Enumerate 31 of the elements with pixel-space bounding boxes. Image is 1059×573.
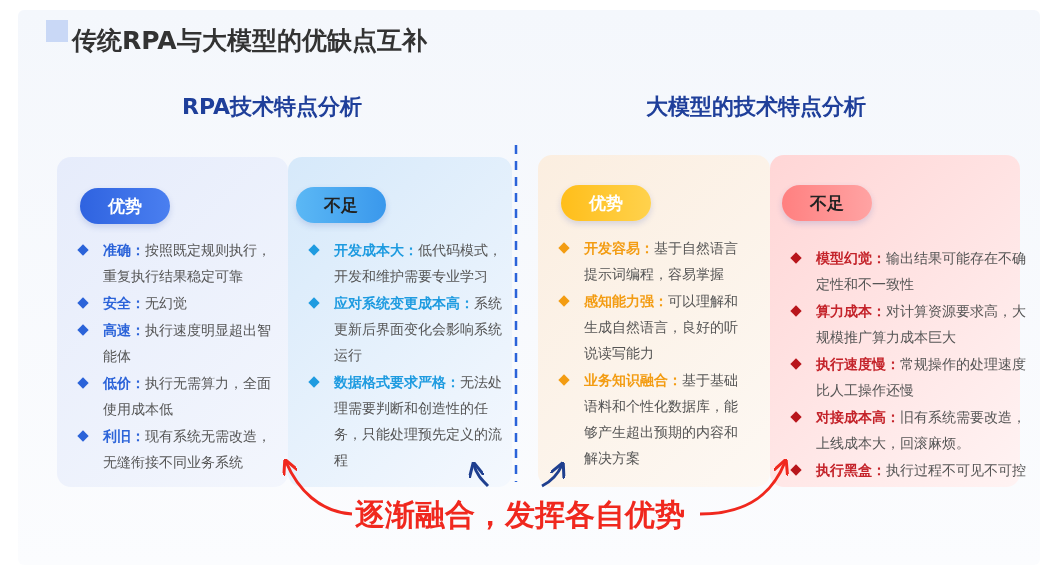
list-item-text: 高速：执行速度明显超出智能体 [103,321,272,366]
list-item-text: 执行速度慢：常规操作的处理速度比人工操作还慢 [816,355,1027,400]
slogan-text: 逐渐融合，发挥各自优势 [355,494,685,536]
list-item-text: 业务知识融合：基于基础语料和个性化数据库，能够产生超出预期的内容和解决方案 [584,371,739,468]
list-item-text: 开发容易：基于自然语言提示词编程，容易掌握 [584,239,739,284]
title: 传统RPA与大模型的优缺点互补 [72,25,427,57]
list-item-text: 安全：无幻觉 [103,294,188,313]
tag-pill: 不足 [296,187,386,223]
list-item-text: 低价：执行无需算力，全面使用成本低 [103,374,272,419]
tag-pill: 不足 [782,185,872,221]
curved-arrow [541,460,565,488]
list-item-text: 应对系统变更成本高：系统更新后界面变化会影响系统运行 [334,294,503,365]
list-item-text: 算力成本：对计算资源要求高，大规模推广算力成本巨大 [816,302,1027,347]
card-panel [538,155,770,487]
list-item-text: 模型幻觉：输出结果可能存在不确定性和不一致性 [816,249,1027,294]
card-panel [57,157,288,487]
tag-pill: 优势 [561,185,651,221]
list-item-text: 执行黑盒：执行过程不可见不可控 [816,461,1027,480]
curved-arrow [282,457,353,516]
list-item-text: 对接成本高：旧有系统需要改造，上线成本大，回滚麻烦。 [816,408,1027,453]
list-item-text: 准确：按照既定规则执行，重复执行结果稳定可靠 [103,241,272,286]
list-item-text: 开发成本大：低代码模式，开发和维护需要专业学习 [334,241,503,286]
section-heading: RPA技术特点分析 [182,93,363,121]
curved-arrow [468,460,490,488]
list-item-text: 利旧：现有系统无需改造，无缝衔接不同业务系统 [103,427,272,472]
tag-pill: 优势 [80,188,170,224]
section-heading: 大模型的技术特点分析 [646,93,866,121]
list-item-text: 数据格式要求严格：无法处理需要判断和创造性的任务，只能处理预先定义的流程 [334,373,503,470]
card-panel [288,157,512,487]
list-item-text: 感知能力强：可以理解和生成自然语言，良好的听说读写能力 [584,292,739,363]
curved-arrow [699,457,789,516]
